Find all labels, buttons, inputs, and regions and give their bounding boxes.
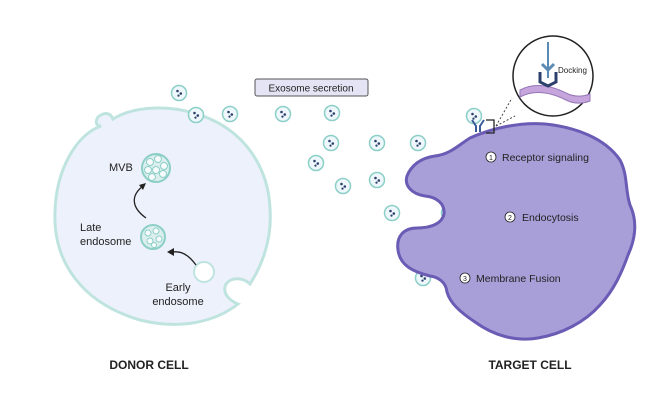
step-2-number: 2	[508, 215, 512, 222]
late-endosome-body	[140, 224, 166, 250]
receptor-docking-site	[471, 97, 516, 134]
late-endosome-label-line1: Late	[80, 222, 101, 234]
step-3-label: Membrane Fusion	[476, 273, 561, 285]
exosome	[307, 154, 325, 172]
mvb-body	[141, 153, 171, 183]
exosome	[221, 105, 239, 123]
step-3-number: 3	[463, 276, 467, 283]
exosome-secretion-label: Exosome secretion	[268, 84, 353, 95]
exosome	[170, 84, 188, 102]
exosome	[383, 204, 401, 222]
step-endocytosis: 2 Endocytosis	[504, 211, 579, 224]
docking-label: Docking	[558, 66, 587, 75]
exosome	[322, 134, 340, 152]
donor-cell	[53, 106, 272, 326]
exosome	[274, 105, 292, 123]
exosome	[323, 104, 341, 122]
exosome	[334, 177, 352, 195]
exosome-secretion-banner: Exosome secretion	[254, 78, 369, 97]
exosome	[368, 171, 386, 189]
step-2-label: Endocytosis	[522, 212, 579, 224]
exosome	[409, 134, 427, 152]
late-endosome-label-line2: endosome	[80, 236, 131, 248]
step-membrane-fusion: 3 Membrane Fusion	[459, 272, 561, 285]
early-endosome-body	[193, 261, 215, 283]
mvb-label: MVB	[109, 162, 133, 174]
target-cell-title: TARGET CELL	[488, 358, 571, 372]
early-endosome-label-line2: endosome	[152, 296, 203, 308]
early-endosome-label-line1: Early	[165, 282, 191, 294]
donor-cell-title: DONOR CELL	[109, 358, 188, 372]
maturation-arrow-lower	[167, 248, 197, 266]
step-receptor-signaling: 1 Receptor signaling	[485, 151, 589, 164]
step-1-number: 1	[489, 155, 493, 162]
exosome	[368, 134, 386, 152]
maturation-arrow-upper	[133, 183, 147, 219]
docking-inset: Docking	[512, 35, 594, 117]
target-cell	[396, 122, 637, 341]
exosome	[187, 106, 205, 124]
step-1-label: Receptor signaling	[502, 152, 589, 164]
